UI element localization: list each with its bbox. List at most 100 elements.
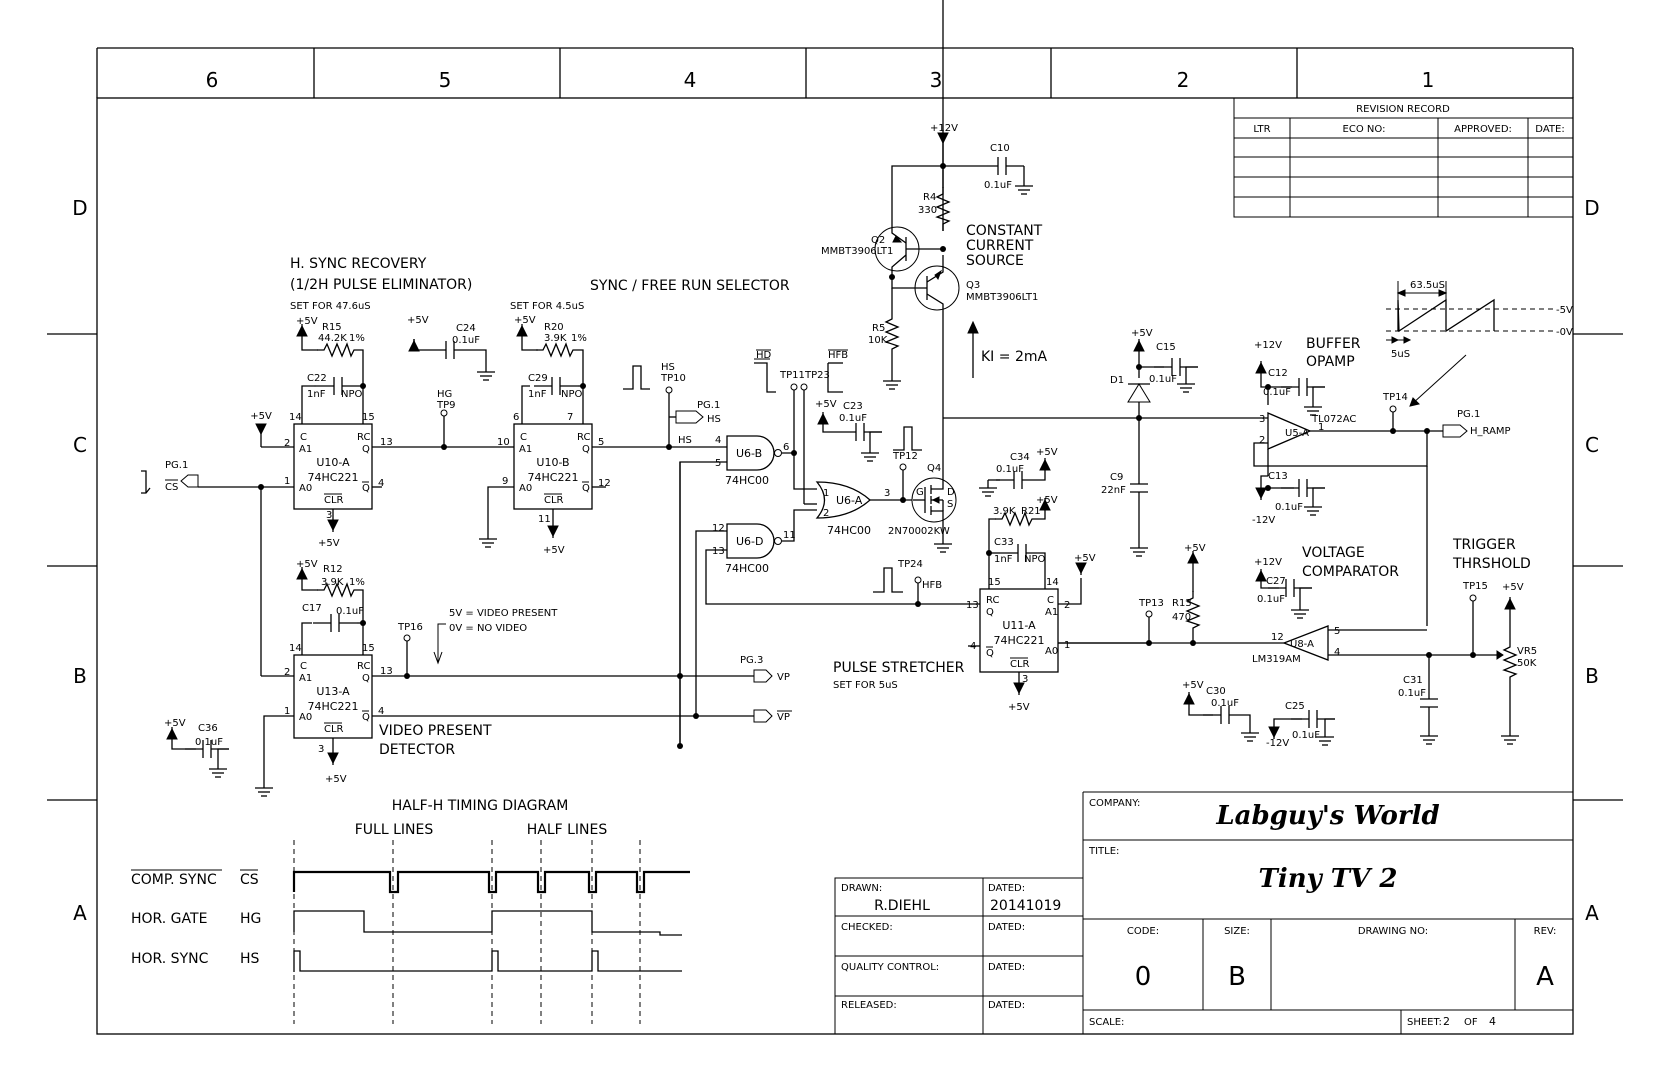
c12-value: 0.1uF (1263, 387, 1291, 398)
c10-value: 0.1uF (984, 180, 1012, 191)
svg-text:1: 1 (823, 488, 829, 499)
c36-value: 0.1uF (195, 737, 223, 748)
svg-text:3: 3 (884, 488, 890, 499)
c23-vcc: +5V (815, 399, 837, 410)
trigger-title-1: TRIGGER (1452, 537, 1516, 553)
c9-value: 22nF (1101, 485, 1126, 496)
u13a-video-present: C A1 A0 RC Q Q CLR U13-A 74HC221 2 1 14 … (164, 559, 792, 797)
sheet-of-label: OF (1464, 1017, 1478, 1028)
cs-input: PG.1 CS +5V (141, 411, 294, 677)
tp11-tp23: HD TP11 TP23 HFB (754, 349, 848, 504)
tp24-label: TP24 (897, 559, 923, 570)
ccs-12v: +12V (930, 123, 958, 134)
c29-ref: C29 (528, 373, 548, 384)
buffer-title-2: OPAMP (1306, 354, 1355, 370)
u13a-part: 74HC221 (308, 700, 359, 713)
zone-col-4: 4 (684, 68, 697, 92)
vcc-u10a-label: +5V (250, 411, 272, 422)
size-value: B (1228, 962, 1246, 992)
u6d-ref: U6-D (736, 535, 764, 548)
c13-ref: C13 (1268, 471, 1288, 482)
trigger-threshold: TRIGGER THRSHOLD TP15 C31 0.1uF +5V VR5 … (1398, 537, 1537, 745)
zone-row-d-right: D (1584, 196, 1599, 220)
qc-label: QUALITY CONTROL: (841, 962, 939, 973)
svg-text:15: 15 (988, 577, 1001, 588)
u6b-part: 74HC00 (725, 474, 769, 487)
timing-abbr-hs: HS (240, 951, 260, 967)
revision-record: REVISION RECORD LTR ECO NO: APPROVED: DA… (1233, 97, 1574, 218)
pg1-cs-label: PG.1 (165, 460, 188, 471)
tp16-label: TP16 (397, 622, 423, 633)
q4-part: 2N70002KW (888, 526, 950, 537)
q3-ref: Q3 (966, 280, 980, 291)
svg-text:C: C (300, 661, 307, 672)
c10-ref: C10 (990, 143, 1010, 154)
code-value: 0 (1135, 962, 1152, 992)
svg-text:5: 5 (1334, 626, 1340, 637)
svg-text:13: 13 (712, 546, 725, 557)
drawing-no-label: DRAWING NO: (1358, 926, 1428, 937)
hs-net-top: HS (661, 362, 675, 373)
u6a-ref: U6-A (836, 494, 863, 507)
svg-text:2: 2 (823, 508, 829, 519)
svg-text:14: 14 (289, 412, 302, 423)
buffer-title-1: BUFFER (1306, 336, 1361, 352)
svg-text:2: 2 (1064, 600, 1070, 611)
hs-net-wire: HS (678, 435, 692, 446)
hsync-subtitle: (1/2H PULSE ELIMINATOR) (290, 277, 472, 293)
pg1-hramp-label: PG.1 (1457, 409, 1480, 420)
r20-ref: R20 (544, 322, 564, 333)
svg-text:13: 13 (966, 600, 979, 611)
scale-label: SCALE: (1089, 1017, 1124, 1028)
u10b-monostable: C A1 A0 RC Q Q CLR U10-B 74HC221 10 9 6 … (478, 301, 698, 556)
u10a-ref: U10-A (316, 456, 350, 469)
comparator-title-2: COMPARATOR (1302, 564, 1399, 580)
r12-vcc: +5V (296, 559, 318, 570)
svg-text:5: 5 (598, 437, 604, 448)
svg-text:CLR: CLR (1010, 659, 1030, 670)
vp-bar-net: VP (777, 712, 790, 723)
q4-ref: Q4 (927, 463, 941, 474)
ramp-period: 63.5uS (1410, 280, 1445, 291)
c24-ref: C24 (456, 323, 476, 334)
c27-value: 0.1uF (1257, 594, 1285, 605)
svg-text:1: 1 (284, 706, 290, 717)
c30-vcc: +5V (1182, 680, 1204, 691)
q2-ref: Q2 (871, 235, 885, 246)
svg-text:2: 2 (284, 438, 290, 449)
drawn-dated-label: DATED: (988, 883, 1025, 894)
tp12-label: TP12 (892, 451, 918, 462)
svg-text:A1: A1 (519, 444, 532, 455)
timing-abbr-cs: CS (240, 872, 259, 888)
timing-row-hor-sync: HOR. SYNC (131, 951, 209, 967)
waveform-hg (293, 910, 682, 936)
c34-ref: C34 (1010, 452, 1030, 463)
svg-text:1: 1 (1064, 640, 1070, 651)
r15-ref: R15 (322, 322, 342, 333)
u8a-ref: U8-A (1290, 639, 1314, 650)
c23-decoupling: +5V C23 0.1uF (815, 399, 883, 462)
pulse-stretcher: RC Q Q C A1 A0 CLR U11-A 74HC221 13 4 15… (833, 447, 1149, 713)
zone-col-5: 5 (439, 68, 452, 92)
ccs-title-3: SOURCE (966, 253, 1024, 269)
u10b-clr-5v: +5V (543, 545, 565, 556)
svg-text:D: D (947, 487, 955, 498)
svg-text:4: 4 (715, 435, 721, 446)
pg3-label: PG.3 (740, 655, 763, 666)
c25-vee: -12V (1266, 738, 1289, 749)
c17-ref: C17 (302, 603, 322, 614)
svg-text:1%: 1% (571, 333, 587, 344)
r12-value: 3.9K (321, 577, 344, 588)
vpd-title-2: DETECTOR (379, 742, 455, 758)
sheet-total: 4 (1489, 1015, 1496, 1028)
r4-value: 330 (918, 205, 937, 216)
zone-col-3: 3 (930, 68, 943, 92)
c34-value: 0.1uF (996, 464, 1024, 475)
svg-text:12: 12 (1271, 632, 1284, 643)
svg-text:10: 10 (497, 437, 510, 448)
c24-decoupling: +5V C24 0.1uF (407, 315, 496, 381)
vp-net: VP (777, 672, 790, 683)
c30-value: 0.1uF (1211, 698, 1239, 709)
hfb-net: HFB (922, 580, 942, 591)
svg-text:C: C (520, 432, 527, 443)
